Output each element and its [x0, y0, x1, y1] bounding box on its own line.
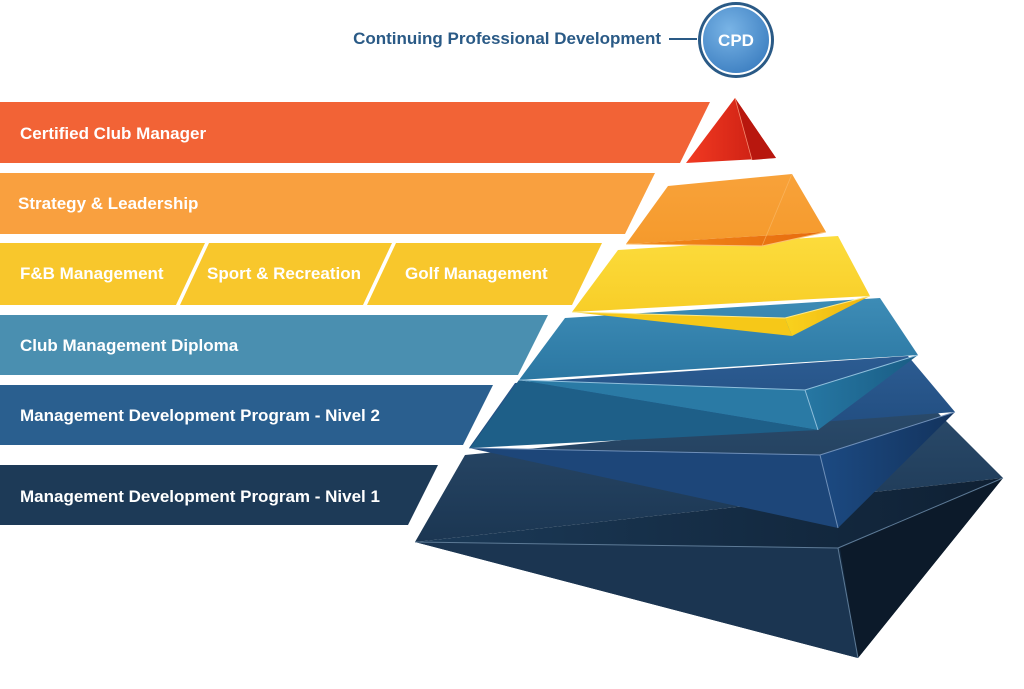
pyramid: [414, 97, 1004, 659]
cpd-header: Continuing Professional Development CPD: [353, 2, 774, 78]
pyramid-tier-4: [571, 236, 871, 336]
cpd-badge-label: CPD: [718, 31, 754, 50]
band-level-4-c: [367, 243, 602, 305]
band-level-4-a: [0, 243, 205, 305]
level-bands: [0, 102, 710, 525]
level-labels: Certified Club Manager Strategy & Leader…: [18, 124, 548, 506]
label-certified-club-manager: Certified Club Manager: [20, 124, 206, 143]
label-sport-recreation: Sport & Recreation: [207, 264, 361, 283]
label-strategy-leadership: Strategy & Leadership: [18, 194, 198, 213]
label-golf-management: Golf Management: [405, 264, 548, 283]
pyramid-tier-6: [686, 97, 776, 163]
pyramid-tier-5: [625, 173, 827, 247]
label-mdp-nivel-2: Management Development Program - Nivel 2: [20, 406, 380, 425]
band-level-4-b: [180, 243, 392, 305]
pyramid-tier-3: [470, 298, 919, 448]
band-level-1: [0, 465, 438, 525]
label-mdp-nivel-1: Management Development Program - Nivel 1: [20, 487, 380, 506]
label-club-management-diploma: Club Management Diploma: [20, 336, 239, 355]
cpd-description: Continuing Professional Development: [353, 29, 661, 48]
band-level-2: [0, 385, 493, 445]
label-fb-management: F&B Management: [20, 264, 164, 283]
band-level-6: [0, 102, 710, 163]
pyramid-tier-2: [468, 356, 956, 529]
band-level-5: [0, 173, 655, 234]
band-level-3: [0, 315, 548, 375]
